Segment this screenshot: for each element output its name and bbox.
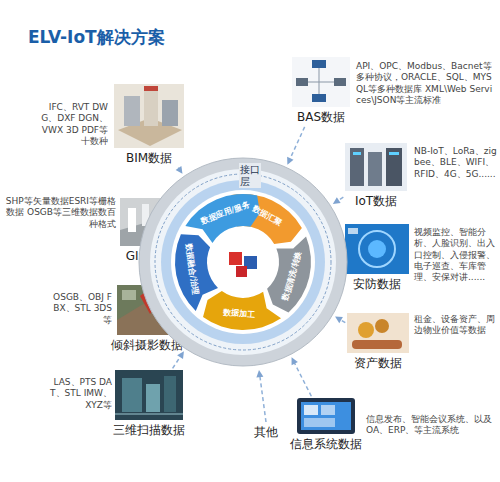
thumb-block bbox=[122, 290, 136, 300]
source-description: API、OPC、Modbus、Bacnet等多种协议，ORACLE、SQL、MY… bbox=[356, 61, 496, 106]
cycle-arrow-segment bbox=[175, 234, 218, 311]
ring-core bbox=[171, 190, 315, 334]
source-label: 信息系统数据 bbox=[290, 437, 362, 451]
bas-thumbnail bbox=[292, 57, 350, 107]
cycle-arrow-segment bbox=[267, 237, 311, 313]
arrow-head bbox=[333, 197, 341, 204]
cube-icon bbox=[229, 252, 242, 265]
source-description: 信息发布、智能会议系统、以及OA、ERP、等主流系统 bbox=[366, 414, 496, 437]
tech-icon bbox=[348, 228, 358, 234]
iot-thumbnail bbox=[345, 143, 407, 191]
thumb-ground bbox=[345, 143, 407, 191]
device-icon bbox=[334, 78, 346, 86]
source-description: SHP等矢量数据ESRI等栅格数据 OSGB等三维数据数百种格式 bbox=[4, 196, 116, 230]
arrow-head bbox=[177, 351, 184, 359]
rack-icon bbox=[386, 148, 402, 186]
thumb-block bbox=[128, 208, 136, 232]
cycle-step-label: 数据加工 bbox=[223, 308, 256, 320]
data-source: BIM数据IFC、RVT DWG、DXF DGN、VWX 3D PDF等十数种 bbox=[114, 84, 184, 166]
source-label: BAS数据 bbox=[297, 110, 345, 124]
interface-ring: 接口层数据汇聚数据清洗/转换数据加工数据融合/治理数据应用/服务 bbox=[138, 157, 348, 367]
source-label: 倾斜摄影数据 bbox=[111, 338, 183, 352]
source-description: IFC、RVT DWG、DXF DGN、VWX 3D PDF等十数种 bbox=[38, 102, 108, 147]
thumb-ground bbox=[345, 224, 409, 274]
tech-circle bbox=[359, 231, 395, 267]
source-label: 资产数据 bbox=[354, 356, 402, 370]
hand-icon bbox=[352, 340, 402, 349]
data-source: 安防数据视频监控、智能分析、人脸识别、出入口控制、入侵报警、电子巡查、车库管理、… bbox=[345, 224, 409, 292]
tablet-tile bbox=[304, 418, 335, 427]
arrow-head bbox=[176, 166, 183, 174]
thumb-block bbox=[144, 86, 158, 91]
thumb-ground bbox=[292, 57, 350, 107]
thumb-ground bbox=[347, 313, 409, 353]
source-description: 租金、设备资产、周边物业价值等数据 bbox=[414, 314, 497, 337]
source-label: 安防数据 bbox=[353, 277, 401, 291]
thumb-block bbox=[146, 384, 160, 412]
ring-gap bbox=[150, 169, 336, 355]
data-source: IoT数据NB-IoT、LoRa、zigbee、BLE、WIFI、RFID、4G… bbox=[345, 143, 407, 209]
cycle-arrow-segment bbox=[185, 194, 260, 243]
dashed-connector bbox=[290, 127, 305, 159]
thumb-line bbox=[115, 414, 183, 415]
rack-icon bbox=[389, 152, 399, 155]
data-source: 资产数据租金、设备资产、周边物业价值等数据 bbox=[347, 313, 409, 371]
device-icon bbox=[312, 94, 326, 102]
other-arrow-head bbox=[256, 370, 263, 378]
thumb-ground bbox=[115, 370, 183, 420]
security-thumbnail bbox=[345, 224, 409, 274]
arrow-head bbox=[292, 357, 298, 365]
asset-thumbnail bbox=[347, 313, 409, 353]
other-arrow-line bbox=[260, 377, 266, 422]
rack-icon bbox=[368, 152, 382, 186]
tech-circle bbox=[368, 240, 386, 258]
arrow-head bbox=[287, 157, 293, 165]
cycle-step: 数据加工 bbox=[223, 308, 256, 320]
tablet-icon bbox=[297, 398, 355, 434]
cycle-arrow-segment bbox=[203, 291, 281, 330]
coin-icon bbox=[375, 319, 389, 333]
bim-thumbnail bbox=[114, 84, 184, 148]
diagram-title: ELV-IoT解决方案 bbox=[28, 26, 165, 49]
source-label: BIM数据 bbox=[126, 151, 172, 165]
dashed-connector bbox=[294, 363, 311, 397]
dashed-connector bbox=[173, 356, 181, 368]
data-source: BAS数据API、OPC、Modbus、Bacnet等多种协议，ORACLE、S… bbox=[292, 57, 350, 125]
data-source: 信息系统数据信息发布、智能会议系统、以及OA、ERP、等主流系统 bbox=[297, 398, 355, 452]
info-thumbnail bbox=[297, 398, 355, 434]
tablet-tile bbox=[321, 405, 335, 415]
device-icon bbox=[296, 78, 308, 86]
thumb-block bbox=[164, 376, 176, 412]
source-description: NB-IoT、LoRa、zigbee、BLE、WIFI、RFID、4G、5G..… bbox=[414, 146, 497, 180]
coin-icon bbox=[358, 322, 374, 338]
source-description: 视频监控、智能分析、人脸识别、出入口控制、入侵报警、电子巡查、车库管理、安保对讲… bbox=[414, 227, 497, 283]
ring-dashed bbox=[155, 174, 331, 350]
free-label: 其他 bbox=[254, 425, 278, 439]
wire bbox=[308, 82, 334, 83]
scan-thumbnail bbox=[115, 370, 183, 420]
rack-icon bbox=[353, 152, 361, 155]
rack-icon bbox=[350, 148, 364, 186]
cube-icon bbox=[236, 266, 247, 277]
device-icon bbox=[312, 60, 326, 68]
thumb-block bbox=[162, 100, 178, 126]
arrow-head bbox=[335, 317, 343, 324]
ring-label: 接口层 bbox=[239, 163, 261, 188]
wire bbox=[319, 68, 320, 94]
thumb-block bbox=[144, 90, 158, 126]
source-label: IoT数据 bbox=[355, 194, 397, 208]
ring-inner-band bbox=[161, 180, 325, 344]
thumb-block bbox=[122, 378, 142, 412]
tablet-tile bbox=[304, 405, 318, 415]
data-source: 三维扫描数据LAS、PTS DAT、STL IMW、XYZ等 bbox=[115, 370, 183, 438]
thumb-ground bbox=[114, 84, 184, 148]
source-label: 三维扫描数据 bbox=[113, 423, 185, 437]
ring-outer-band bbox=[139, 158, 347, 366]
source-description: OSGB、OBJ FBX、STL 3DS等 bbox=[50, 292, 112, 326]
tablet-screen bbox=[301, 402, 351, 430]
source-description: LAS、PTS DAT、STL IMW、XYZ等 bbox=[50, 377, 112, 411]
ring-outline bbox=[138, 157, 348, 367]
thumb-block bbox=[124, 96, 140, 126]
